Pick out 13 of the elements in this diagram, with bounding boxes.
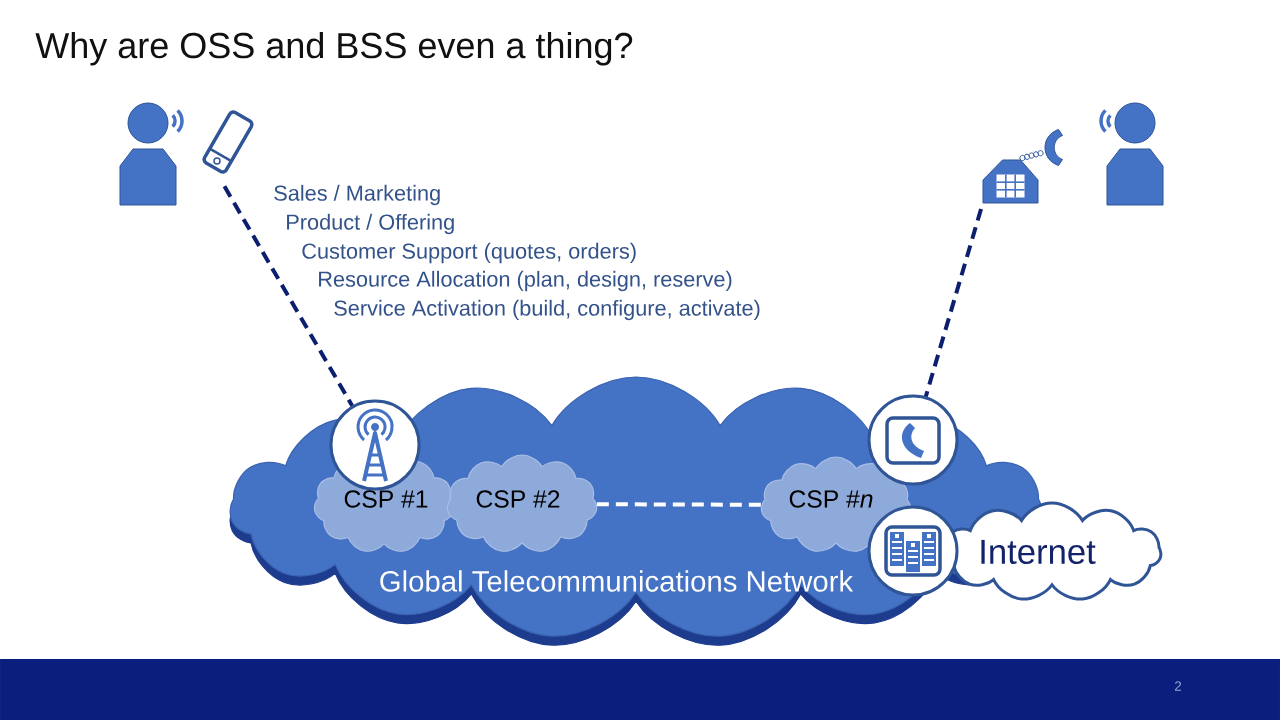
list-item: Service Activation (build, configure, activate) [334,299,760,321]
desk-phone [982,129,1063,204]
list-item: Product / Offering [287,213,454,235]
cloud: CSP #2 [446,454,598,552]
page-number: 2 [1174,681,1182,691]
dashed-line [923,208,983,397]
dashed-line [222,185,354,407]
mobile-phone [202,110,254,174]
list-item: Sales / Marketing [274,184,440,206]
dashed-line [596,502,762,507]
title: Why are OSS and BSS even a thing? [35,31,633,66]
list-item: Resource Allocation (plan, design, reserve) [319,270,732,292]
list-item: Customer Support (quotes, orders) [302,242,636,264]
